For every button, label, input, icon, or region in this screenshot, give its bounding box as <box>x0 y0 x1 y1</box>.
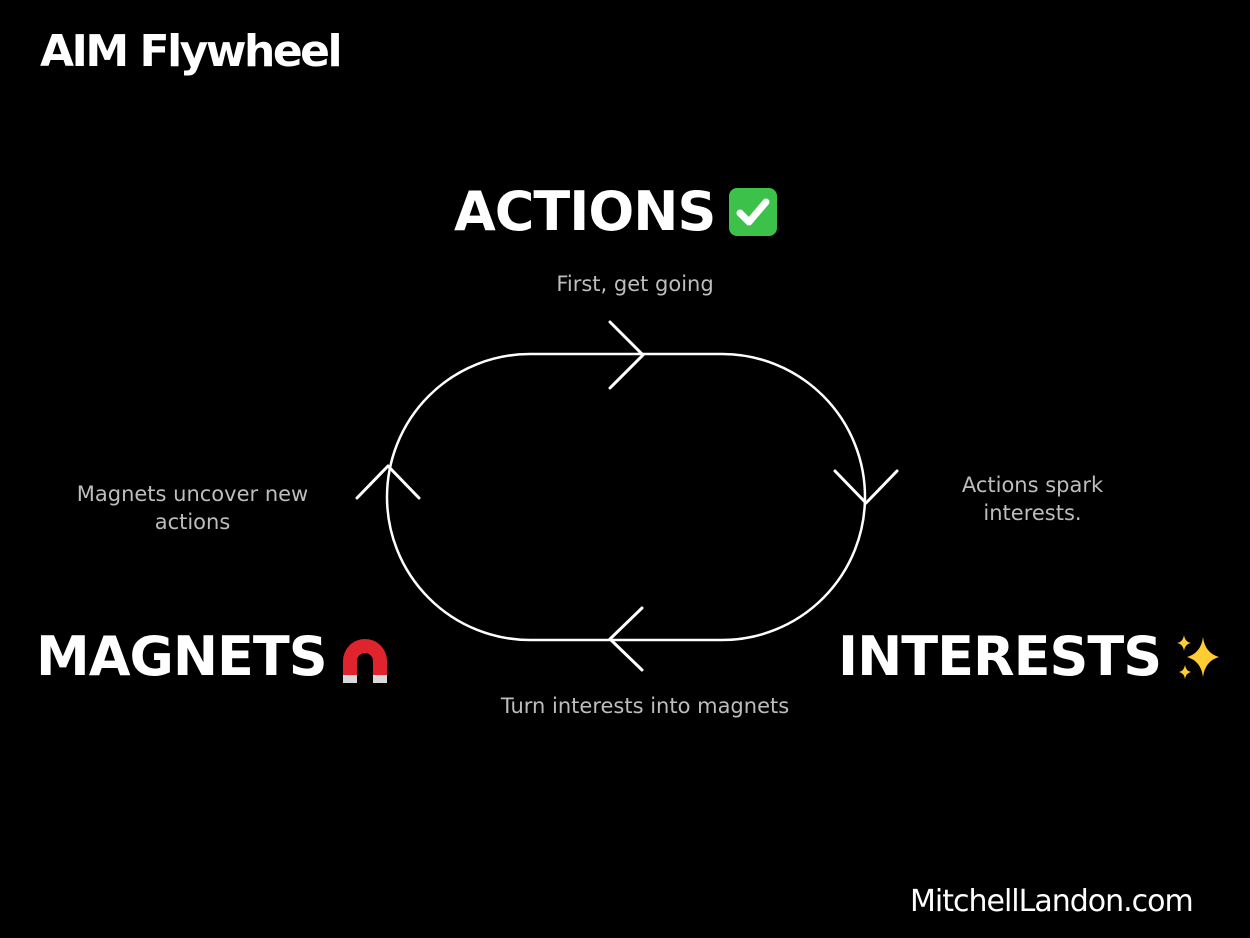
sparkles-icon <box>1173 631 1225 683</box>
caption-magnets: Turn interests into magnets <box>500 694 790 718</box>
node-interests-label: INTERESTS <box>838 625 1162 688</box>
page-title: AIM Flywheel <box>40 26 343 77</box>
node-magnets-label: MAGNETS <box>36 625 328 688</box>
magnet-icon <box>339 631 391 683</box>
arrow-right-icon <box>608 320 645 390</box>
caption-interests: Actions spark interests. <box>961 473 1104 525</box>
caption-actions: First, get going <box>556 272 714 296</box>
node-interests: INTERESTS <box>838 625 1225 688</box>
caption-new-actions: Magnets uncover new actions <box>76 482 309 534</box>
arrow-left-icon <box>608 606 644 672</box>
flywheel-track <box>385 352 867 642</box>
node-actions-label: ACTIONS <box>454 180 716 243</box>
arrow-up-icon <box>355 464 421 500</box>
arrow-down-icon <box>833 469 899 505</box>
node-actions: ACTIONS <box>454 180 779 243</box>
check-mark-button-icon <box>727 186 779 238</box>
node-magnets: MAGNETS <box>36 625 391 688</box>
site-url: MitchellLandon.com <box>910 884 1194 919</box>
